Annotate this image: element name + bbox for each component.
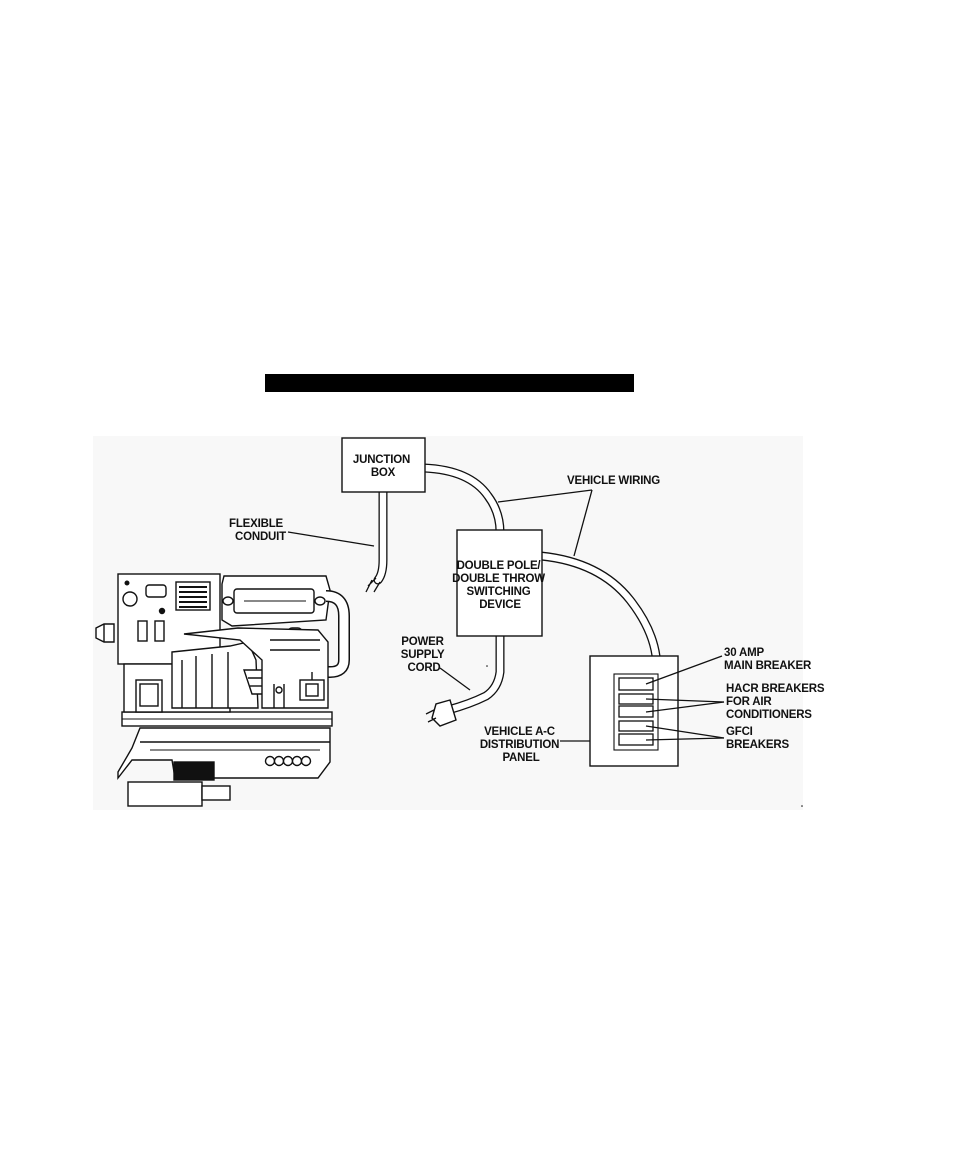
vehicle-wiring-label: VEHICLE WIRING <box>567 475 660 487</box>
flexible-conduit-label: FLEXIBLE CONDUIT <box>229 518 286 543</box>
power-supply-cord-label: POWER SUPPLY CORD <box>401 636 448 674</box>
main-breaker-slot <box>619 678 653 690</box>
speck <box>486 665 488 667</box>
title-bar <box>265 374 634 392</box>
speck <box>801 805 803 807</box>
